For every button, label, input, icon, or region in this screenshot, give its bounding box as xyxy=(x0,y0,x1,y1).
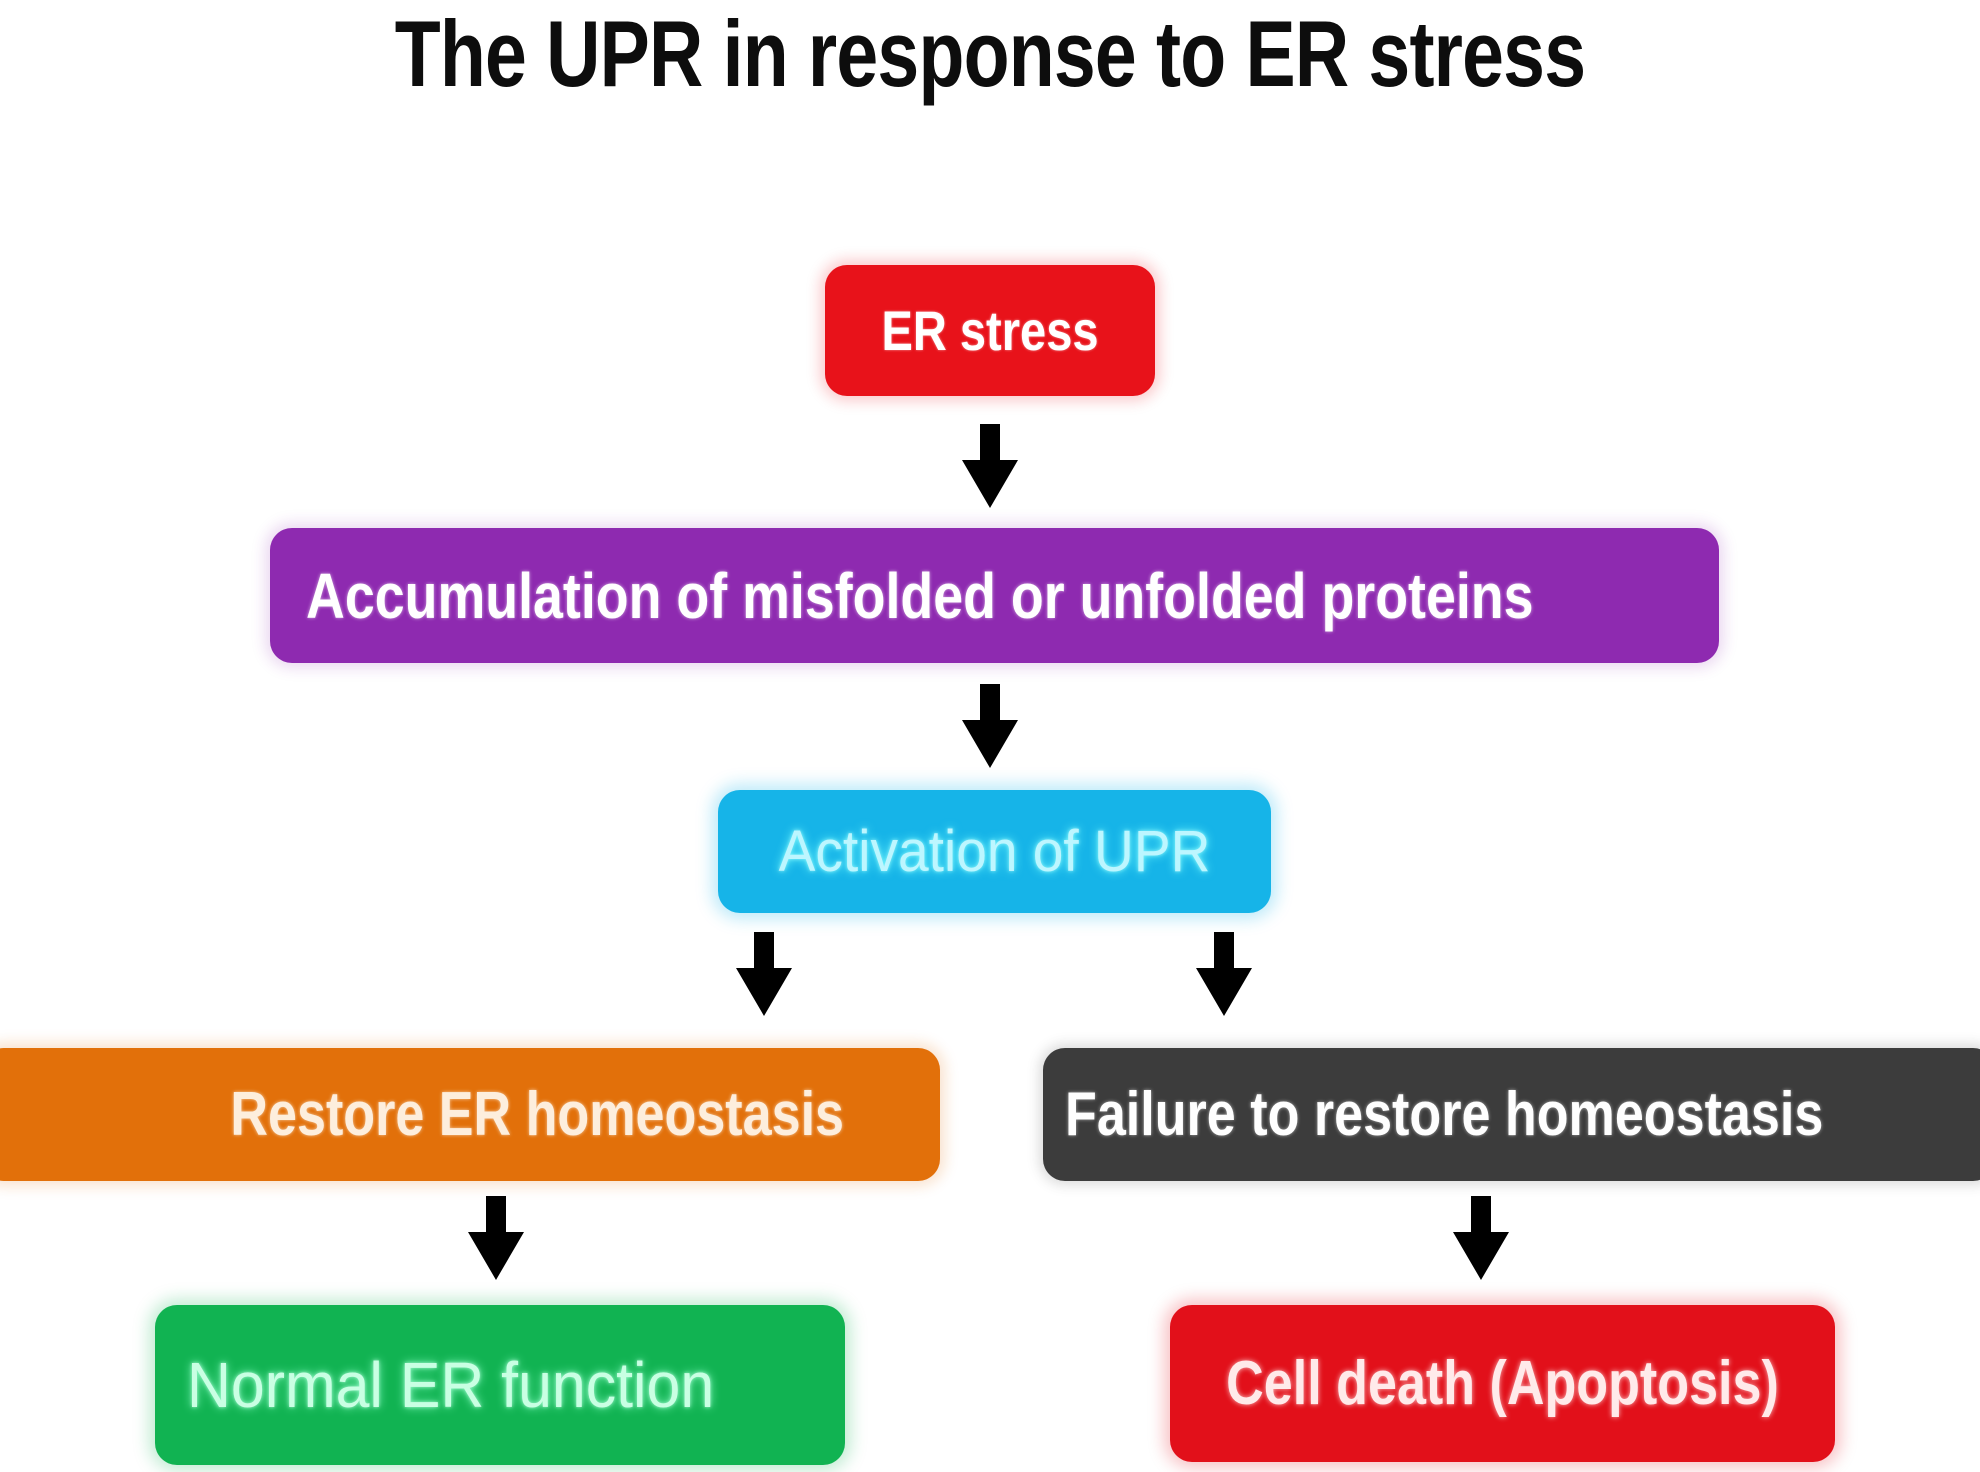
node-restore: Restore ER homeostasis xyxy=(0,1048,940,1181)
node-cell-death-label: Cell death (Apoptosis) xyxy=(1226,1348,1779,1418)
node-failure: Failure to restore homeostasis xyxy=(1043,1048,1980,1181)
down-arrow-icon xyxy=(944,684,1036,776)
down-arrow-icon xyxy=(944,424,1036,516)
down-arrow-icon xyxy=(1435,1196,1527,1288)
node-cell-death: Cell death (Apoptosis) xyxy=(1170,1305,1835,1462)
node-failure-label: Failure to restore homeostasis xyxy=(1065,1079,1824,1149)
node-accumulation-label: Accumulation of misfolded or unfolded pr… xyxy=(306,559,1534,632)
down-arrow-icon xyxy=(718,932,810,1024)
page-title: The UPR in response to ER stress xyxy=(394,1,1586,106)
node-accumulation: Accumulation of misfolded or unfolded pr… xyxy=(270,528,1719,663)
down-arrow-icon xyxy=(1178,932,1270,1024)
down-arrow-icon xyxy=(450,1196,542,1288)
node-normal: Normal ER function xyxy=(155,1305,845,1465)
node-er-stress-label: ER stress xyxy=(881,298,1099,362)
node-normal-label: Normal ER function xyxy=(187,1349,715,1421)
node-activation: Activation of UPR xyxy=(718,790,1271,913)
node-restore-label: Restore ER homeostasis xyxy=(230,1079,845,1149)
node-er-stress: ER stress xyxy=(825,265,1155,396)
node-activation-label: Activation of UPR xyxy=(778,818,1211,884)
